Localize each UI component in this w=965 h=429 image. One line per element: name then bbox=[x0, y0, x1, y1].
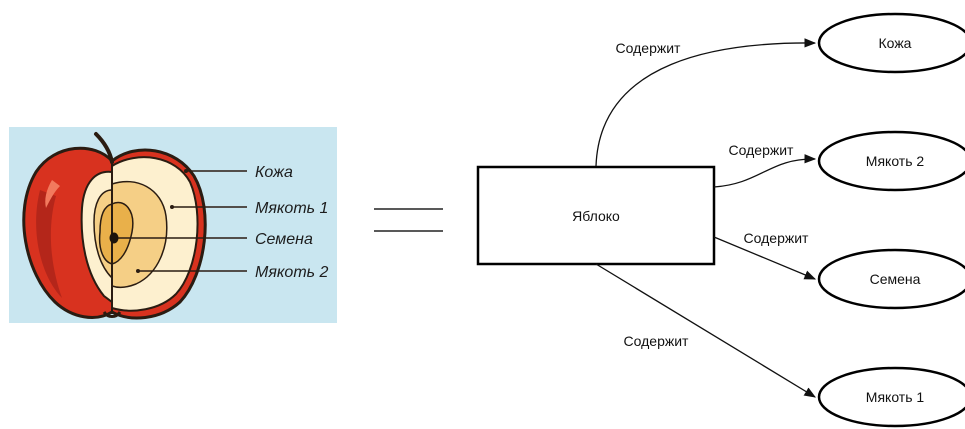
edge-label-skin: Содержит bbox=[616, 40, 682, 56]
label-flesh1: Мякоть 1 bbox=[255, 200, 328, 217]
node-seeds-label: Семена bbox=[870, 271, 921, 287]
edge-to-flesh2 bbox=[713, 154, 817, 188]
edge-to-flesh1 bbox=[595, 263, 817, 398]
apple-seed bbox=[109, 232, 119, 244]
equals-sign bbox=[374, 208, 443, 232]
apple-illustration: Кожа Мякоть 1 Семена Мякоть 2 bbox=[9, 127, 337, 323]
leader-dot bbox=[136, 269, 140, 273]
node-seeds bbox=[817, 248, 965, 310]
node-flesh2 bbox=[817, 130, 965, 192]
node-skin-label: Кожа bbox=[879, 35, 912, 51]
node-flesh1-label: Мякоть 1 bbox=[866, 389, 925, 405]
label-flesh2: Мякоть 2 bbox=[255, 264, 329, 281]
apple-highlight bbox=[45, 180, 60, 208]
edge-to-seeds bbox=[713, 236, 817, 280]
edge-label-flesh1: Содержит bbox=[624, 333, 690, 349]
edge-label-flesh2: Содержит bbox=[729, 142, 795, 158]
apple-bottom bbox=[102, 311, 122, 318]
edge-label-seeds: Содержит bbox=[744, 230, 810, 246]
node-apple-label: Яблоко bbox=[572, 208, 620, 224]
apple-shading bbox=[36, 190, 62, 298]
leader-dot bbox=[184, 169, 188, 173]
apple-stem bbox=[94, 132, 114, 164]
leader-dot bbox=[170, 205, 174, 209]
label-seeds: Семена bbox=[255, 231, 313, 248]
node-skin bbox=[817, 12, 965, 74]
concept-diagram: Яблоко Кожа Мякоть 2 Семена Мякоть 1 Сод… bbox=[476, 12, 965, 428]
label-skin: Кожа bbox=[255, 164, 293, 181]
node-flesh2-label: Мякоть 2 bbox=[866, 153, 925, 169]
node-flesh1 bbox=[817, 366, 965, 428]
edge-to-skin bbox=[595, 38, 817, 167]
